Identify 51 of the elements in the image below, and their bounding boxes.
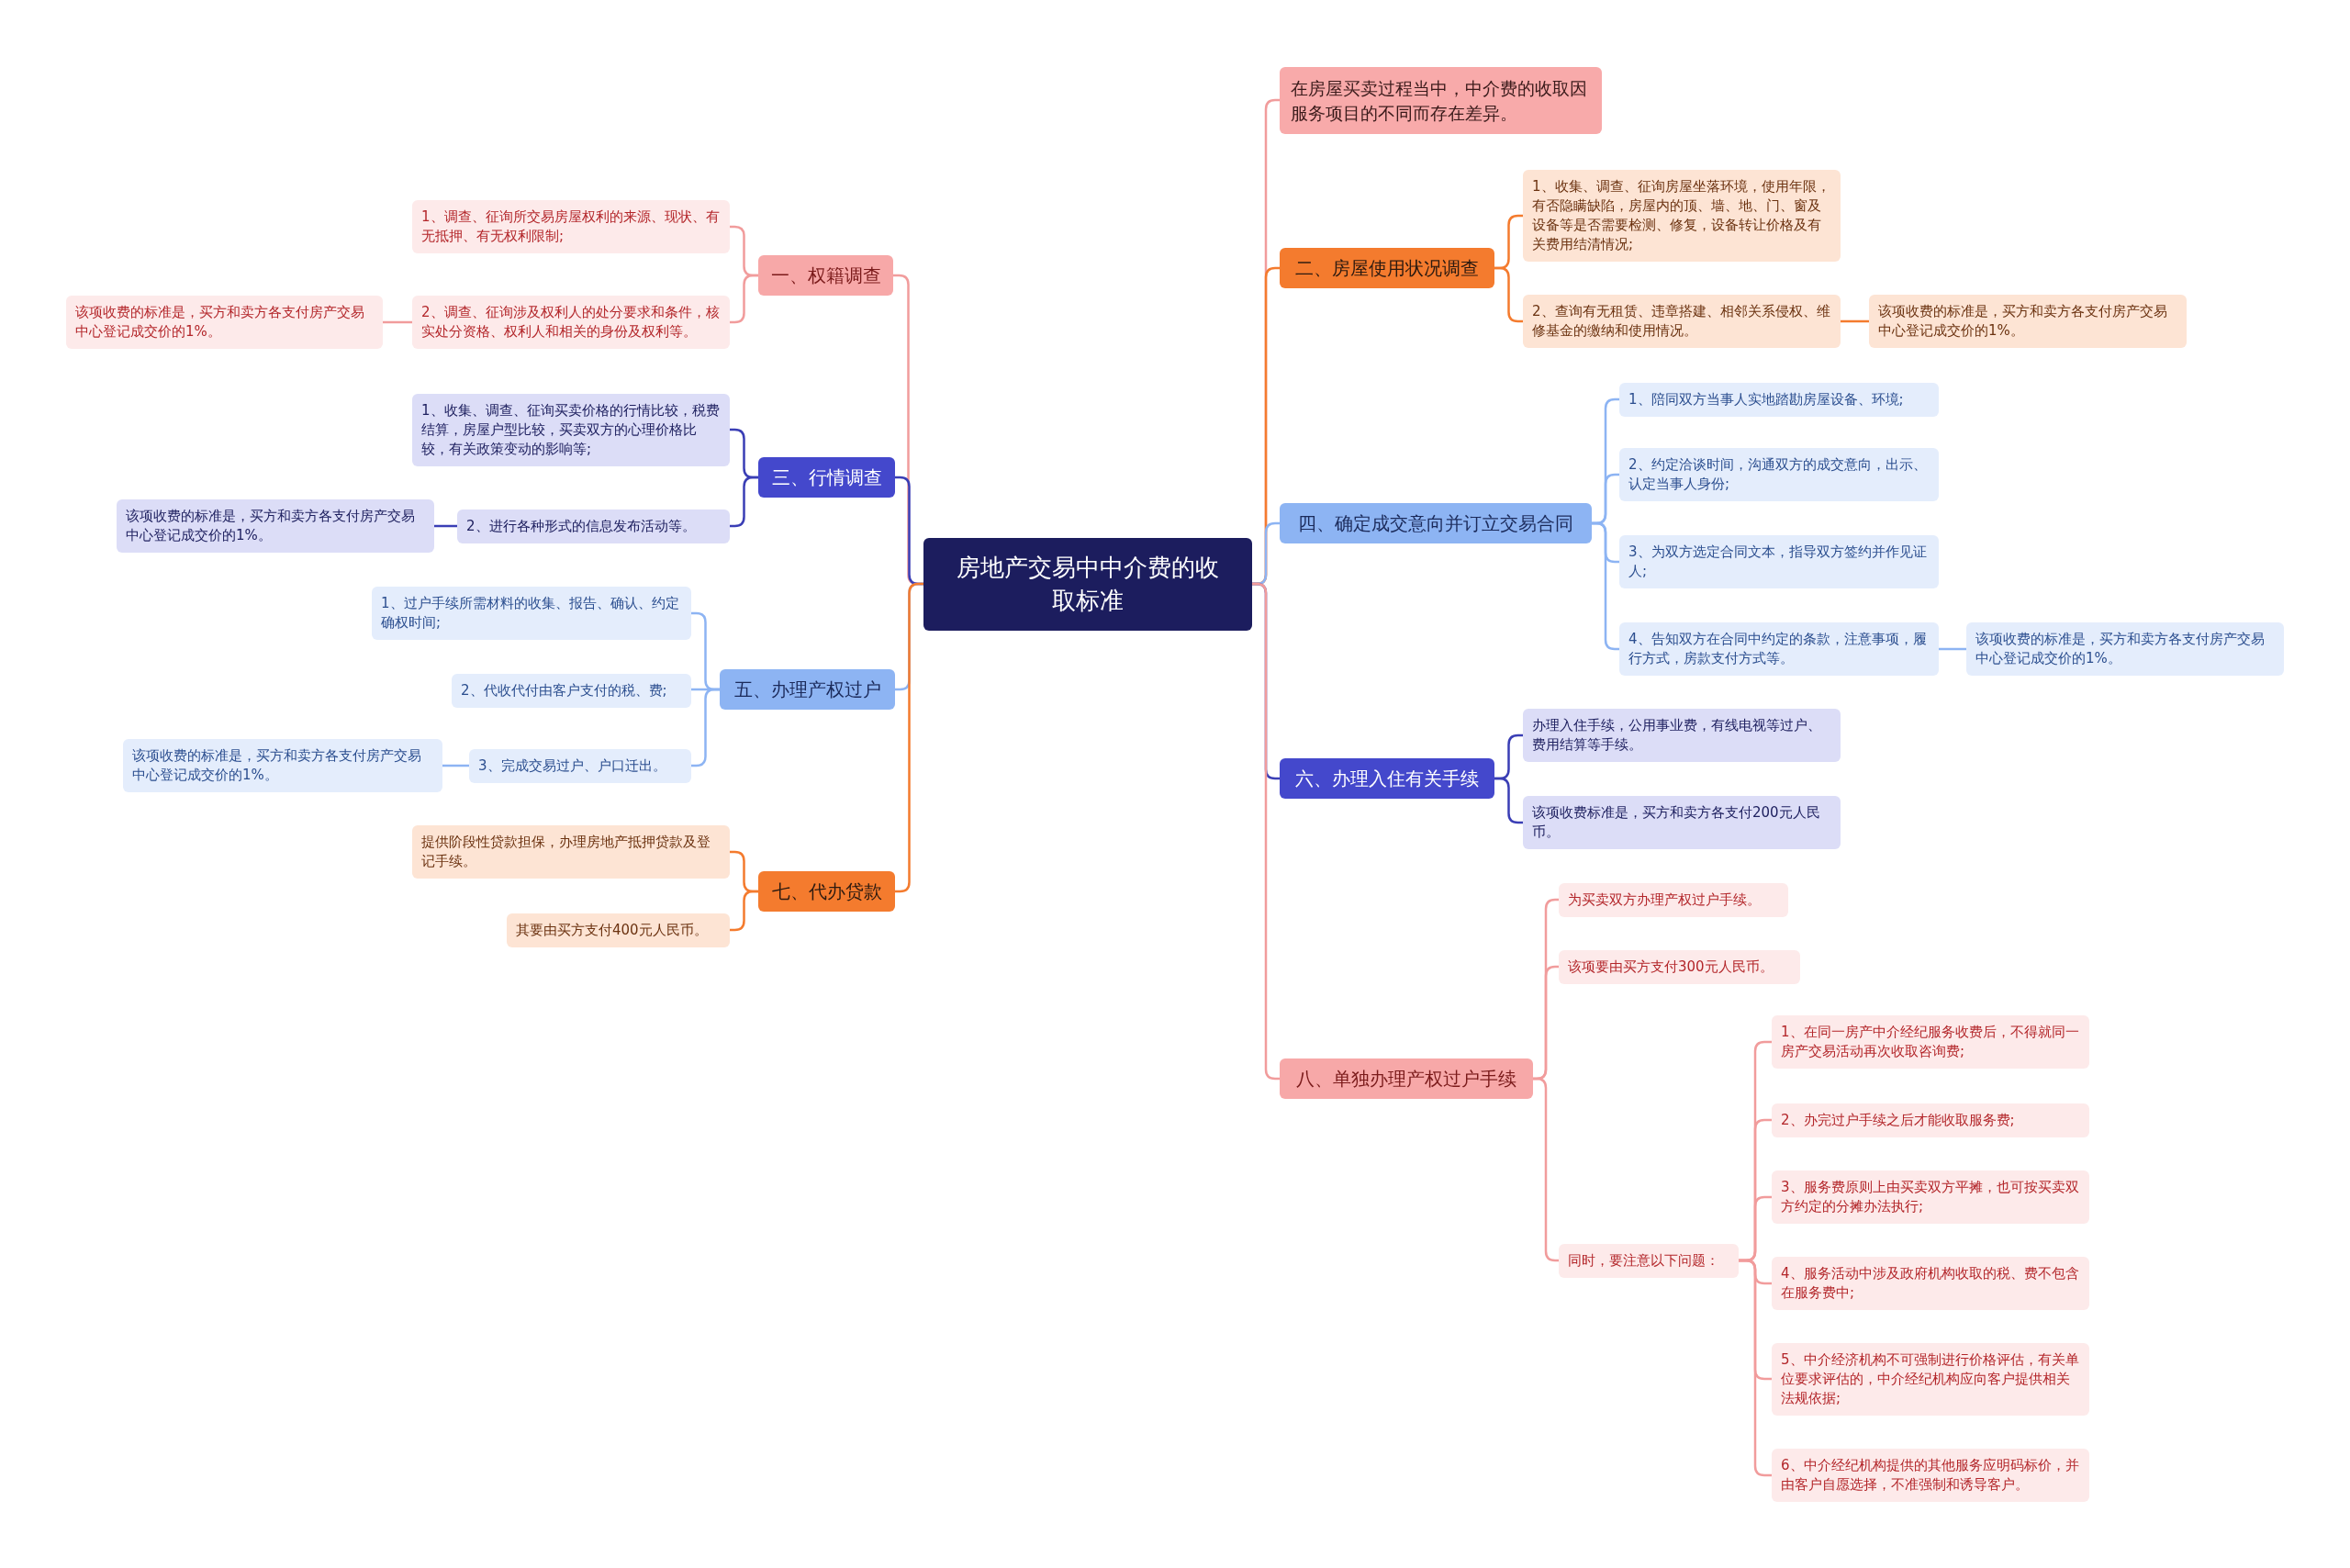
subtopic-box: 1、收集、调查、征询房屋坐落环境，使用年限，有否隐瞒缺陷，房屋内的顶、墙、地、门、窗及设备等是否需要检测、修复，设备转让价格及有关费用结清情况; (1523, 170, 1841, 262)
subtopic-box: 办理入住手续，公用事业费，有线电视等过户、费用结算等手续。 (1523, 709, 1841, 762)
connector-line (730, 274, 758, 324)
connector-line (1739, 1259, 1772, 1477)
topic-box: 在房屋买卖过程当中，中介费的收取因服务项目的不同而存在差异。 (1280, 67, 1602, 135)
subtopic-box: 2、进行各种形式的信息发布活动等。 (457, 510, 730, 543)
subtopic-box: 其要由买方支付400元人民币。 (507, 913, 730, 947)
connector-line (383, 320, 412, 324)
subtopic-box: 2、约定洽谈时间，沟通双方的成交意向，出示、认定当事人身份; (1619, 448, 1939, 501)
connector-line (1533, 1077, 1559, 1262)
topic-box: 八、单独办理产权过户手续 (1280, 1058, 1533, 1099)
subtopic-box: 2、办完过户手续之后才能收取服务费; (1772, 1103, 2089, 1137)
topic-box: 三、行情调查 (758, 457, 895, 498)
subtopic-box: 1、过户手续所需材料的收集、报告、确认、约定确权时间; (372, 587, 691, 640)
connector-line (1841, 319, 1869, 323)
subtopic-box: 2、代收代付由客户支付的税、费; (452, 674, 691, 708)
subtopic-box: 6、中介经纪机构提供的其他服务应明码标价，并由客户自愿选择，不准强制和诱导客户。 (1772, 1449, 2089, 1502)
topic-box: 四、确定成交意向并订立交易合同 (1280, 503, 1592, 543)
central-topic-box: 房地产交易中中介费的收取标准 (923, 538, 1252, 631)
subtopic-box: 3、为双方选定合同文本，指导双方签约并作见证人; (1619, 535, 1939, 588)
subtopic-box: 该项收费的标准是，买方和卖方各支付房产交易中心登记成交价的1%。 (1966, 622, 2284, 676)
topic-box: 六、办理入住有关手续 (1280, 758, 1494, 799)
topic-box: 二、房屋使用状况调查 (1280, 248, 1494, 288)
subtopic-box: 2、调查、征询涉及权利人的处分要求和条件，核实处分资格、权利人和相关的身份及权利等。 (412, 296, 730, 349)
connector-line (442, 764, 469, 767)
subtopic-box: 该项收费的标准是，买方和卖方各支付房产交易中心登记成交价的1%。 (123, 739, 442, 792)
subtopic-box: 3、服务费原则上由买卖双方平摊，也可按买卖双方约定的分摊办法执行; (1772, 1170, 2089, 1224)
subtopic-box: 1、收集、调查、征询买卖价格的行情比较，税费结算，房屋户型比较，买卖双方的心理价格比较，有关政策变动的影响等; (412, 394, 730, 466)
subtopic-box: 4、告知双方在合同中约定的条款，注意事项，履行方式，房款支付方式等。 (1619, 622, 1939, 676)
subtopic-box: 该项收费的标准是，买方和卖方各支付房产交易中心登记成交价的1%。 (1869, 295, 2187, 348)
subtopic-box: 该项收费的标准是，买方和卖方各支付房产交易中心登记成交价的1%。 (117, 499, 434, 553)
subtopic-box: 该项收费标准是，买方和卖方各支付200元人民币。 (1523, 796, 1841, 849)
subtopic-box: 1、调查、征询所交易房屋权利的来源、现状、有无抵押、有无权利限制; (412, 200, 730, 253)
topic-box: 七、代办贷款 (758, 871, 895, 912)
subtopic-box: 该项要由买方支付300元人民币。 (1559, 950, 1800, 984)
subtopic-box: 同时，要注意以下问题： (1559, 1244, 1739, 1278)
connector-line (434, 524, 457, 528)
subtopic-box: 该项收费的标准是，买方和卖方各支付房产交易中心登记成交价的1%。 (66, 296, 383, 349)
subtopic-box: 1、陪同双方当事人实地踏勘房屋设备、环境; (1619, 383, 1939, 417)
topic-box: 五、办理产权过户 (720, 669, 895, 710)
connector-line (1939, 647, 1966, 651)
subtopic-box: 4、服务活动中涉及政府机构收取的税、费不包含在服务费中; (1772, 1257, 2089, 1310)
subtopic-box: 3、完成交易过户、户口迁出。 (469, 749, 691, 783)
subtopic-box: 为买卖双方办理产权过户手续。 (1559, 883, 1788, 917)
connector-line (730, 890, 758, 932)
subtopic-box: 2、查询有无租赁、违章搭建、相邻关系侵权、维修基金的缴纳和使用情况。 (1523, 295, 1841, 348)
subtopic-box: 5、中介经济机构不可强制进行价格评估，有关单位要求评估的，中介经纪机构应向客户提供相关法规依据; (1772, 1343, 2089, 1416)
subtopic-box: 提供阶段性贷款担保，办理房地产抵押贷款及登记手续。 (412, 825, 730, 879)
topic-box: 一、权籍调查 (758, 255, 893, 296)
connector-line (1494, 777, 1523, 824)
subtopic-box: 1、在同一房产中介经纪服务收费后，不得就同一房产交易活动再次收取咨询费; (1772, 1015, 2089, 1069)
